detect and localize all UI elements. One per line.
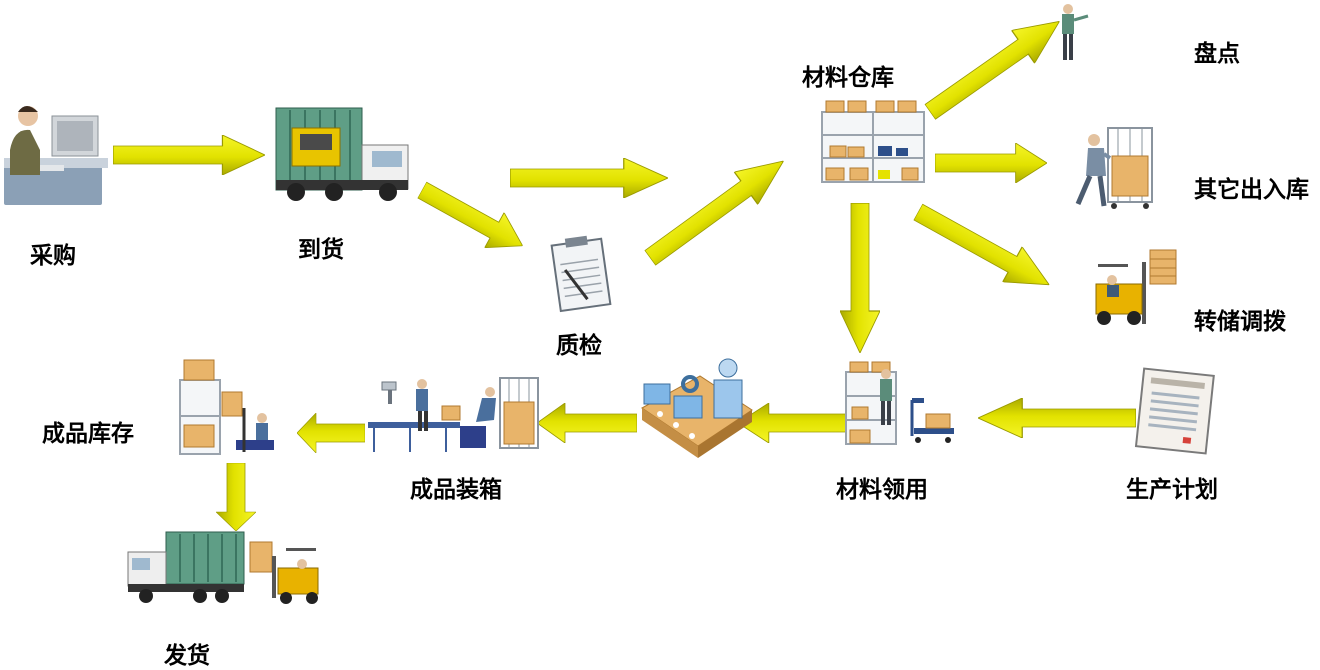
arrow-warehouse-to-requisition [840,203,880,353]
arrow-warehouse-to-other-io [935,143,1047,183]
node-label-fg-stock: 成品库存 [42,421,134,447]
material-warehouse-shelf-icon [821,100,925,183]
packing-line-icon [368,377,539,452]
qc-clipboard-icon [550,235,612,313]
production-line-icon [641,358,753,458]
requisition-shelf-worker-icon [845,361,954,445]
arrow-plan-to-requisition [978,398,1136,438]
other-io-cart-icon [1075,127,1153,209]
node-label-other-io: 其它出入库 [1194,177,1309,203]
node-label-stocktake: 盘点 [1194,41,1240,67]
node-label-arrival: 到货 [298,237,344,263]
node-label-purchase: 采购 [30,243,76,269]
arrow-to-warehouse-top [510,158,668,198]
stocktake-worker-icon [1062,4,1089,60]
fg-stock-shelf-icon [179,359,274,455]
shipping-truck-icon [127,531,319,604]
arrow-warehouse-to-transfer [908,194,1059,303]
arrow-warehouse-to-stocktake [918,4,1071,129]
node-label-requisition: 材料领用 [836,477,928,503]
node-label-warehouse: 材料仓库 [802,65,894,91]
arrow-qc-to-warehouse [638,144,796,275]
arrow-requisition-to-production [738,403,848,443]
arrow-production-to-packing [537,403,637,443]
transfer-forklift-icon [1095,249,1177,325]
node-label-packing: 成品装箱 [410,477,502,503]
production-plan-document-icon [1134,367,1215,455]
node-label-shipping: 发货 [164,643,210,669]
node-label-plan: 生产计划 [1126,477,1218,503]
node-label-qc: 质检 [556,333,602,359]
purchase-operator-icon [4,106,108,205]
arrow-packing-to-fg-stock [297,413,365,453]
arrow-purchase-to-arrival [113,135,265,175]
node-label-transfer: 转储调拨 [1194,309,1286,335]
arrival-truck-icon [275,107,409,201]
arrow-fg-stock-to-shipping [216,463,256,531]
